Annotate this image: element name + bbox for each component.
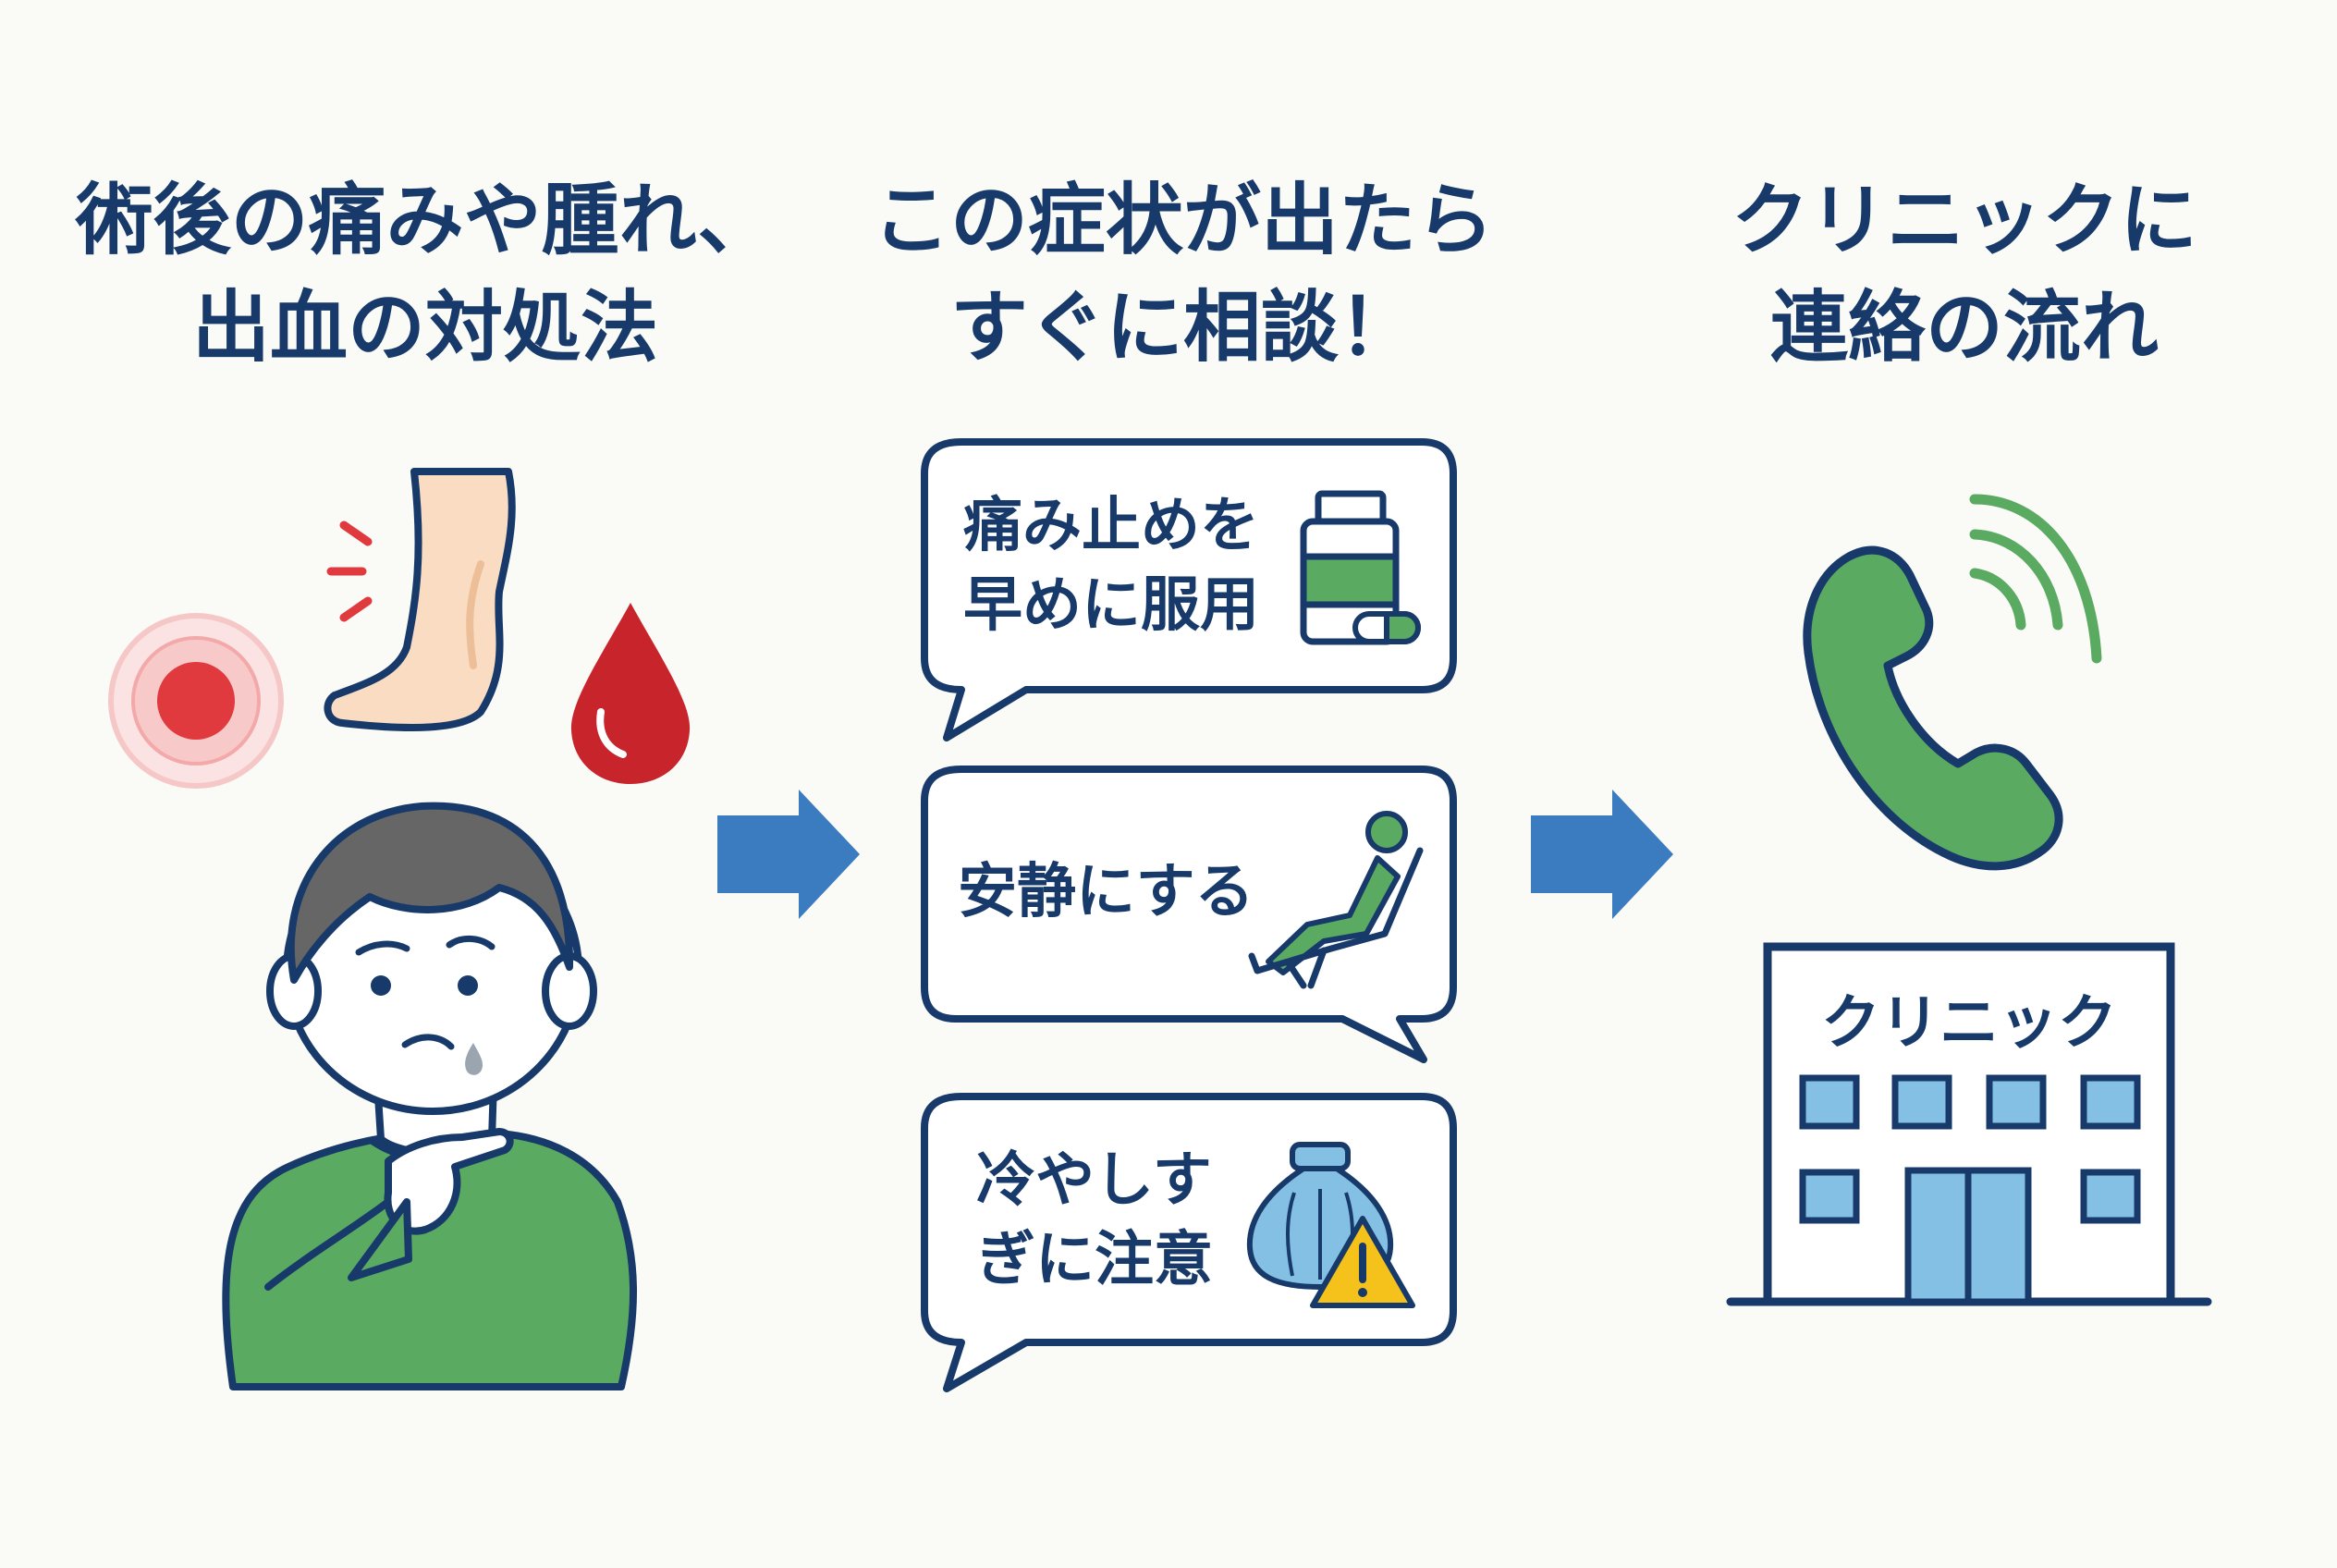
pain-lines-icon [326, 521, 373, 622]
blood-drop-icon [570, 603, 691, 784]
title-consult-line2: すぐに相談！ [949, 282, 1416, 373]
phone-handset-icon [1803, 545, 2063, 871]
tip-rest-text: 安静にする [958, 852, 1254, 932]
title-contact-line2: 連絡の流れ [1769, 282, 2159, 373]
title-coping-line1: 術後の痛みや腫れ、 [75, 175, 776, 265]
swollen-foot-icon [324, 468, 516, 731]
tip-painkiller-line2: 早めに服用 [963, 571, 1259, 640]
phone-ringing-waves-icon [1969, 494, 2102, 664]
title-coping: 術後の痛みや腫れ、 出血の対処法 [74, 166, 777, 381]
clinic-door [1904, 1167, 2032, 1305]
worried-person-illustration [222, 802, 638, 1390]
flow-arrow-1 [717, 790, 860, 919]
flow-arrow-2 [1531, 790, 1673, 919]
title-consult-line1: この症状が出たら [872, 175, 1494, 265]
title-consult: この症状が出たら すぐに相談！ [832, 166, 1535, 381]
hair [287, 802, 574, 984]
tip-ice-line2: ぎに注意 [976, 1226, 1213, 1294]
ice-bag-warning-icon [1246, 1142, 1415, 1308]
clinic-windows [1799, 1074, 2141, 1224]
title-contact-flow: クリニックに 連絡の流れ [1613, 166, 2316, 381]
clinic-sign: クリニック [1821, 989, 2117, 1058]
tip-bubble-rest [921, 766, 1457, 1063]
reclining-chair-person-icon [1248, 811, 1424, 989]
tip-painkiller-line1: 痛み止めを [963, 492, 1259, 560]
title-coping-line2: 出血の対処法 [191, 282, 658, 373]
clinic-building-icon [1726, 942, 2212, 1306]
tip-ice-line1: 冷やしす [976, 1146, 1212, 1215]
pain-point-icon [108, 613, 284, 789]
medicine-bottle-icon [1300, 490, 1421, 645]
title-contact-line1: クリニックに [1731, 175, 2197, 265]
tip-ice-text: 冷やしす ぎに注意 [976, 1141, 1213, 1300]
tip-painkiller-text: 痛み止めを 早めに服用 [963, 486, 1259, 645]
tip-rest-line1: 安静にする [958, 858, 1254, 926]
